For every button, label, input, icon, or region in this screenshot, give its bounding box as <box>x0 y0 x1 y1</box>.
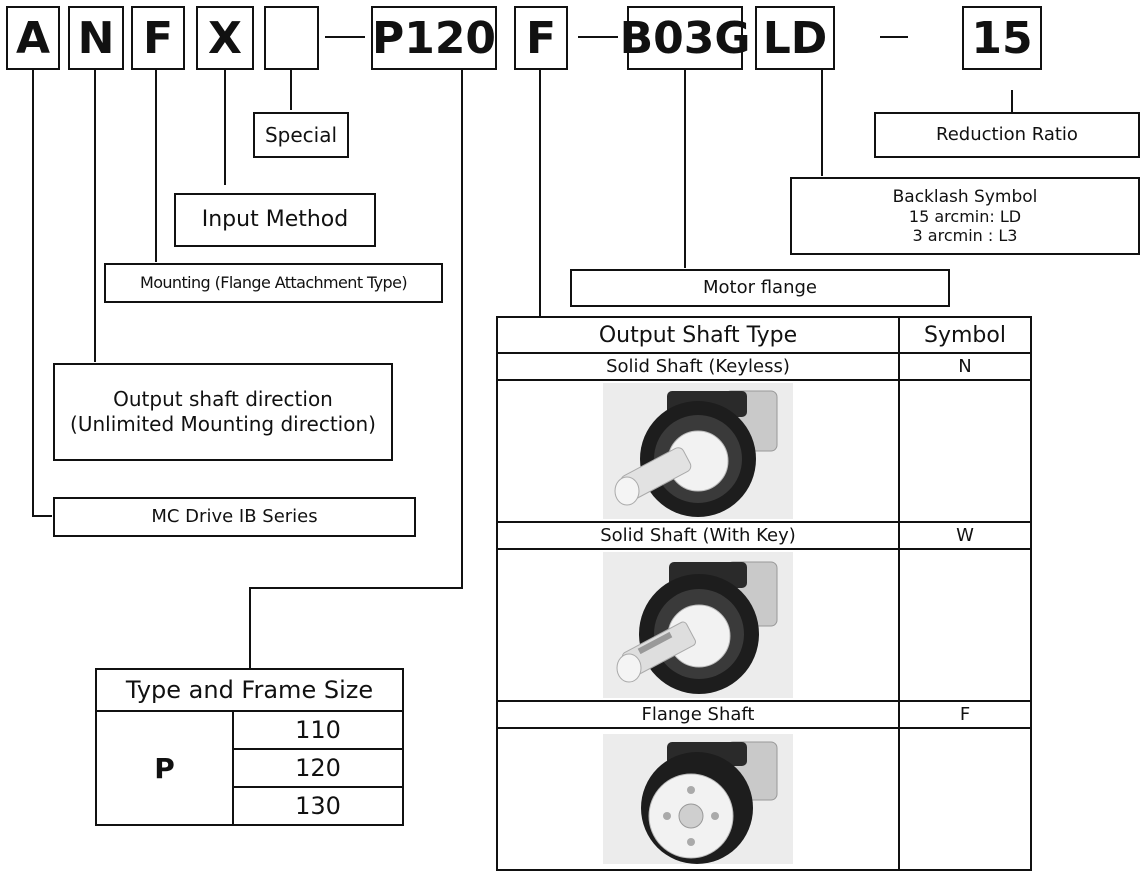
shaft-image-cell <box>496 727 900 871</box>
output-shaft-table: Output Shaft Type Symbol Solid Shaft (Ke… <box>496 316 1032 871</box>
code-dash <box>325 36 365 38</box>
frame-size-table: Type and Frame Size P 110 120 130 <box>95 668 404 826</box>
shaft-type-flange: Flange Shaft <box>496 700 900 729</box>
label-backlash: Backlash Symbol 15 arcmin: LD 3 arcmin :… <box>790 177 1140 255</box>
label-backlash-option-2: 3 arcmin : L3 <box>912 226 1018 246</box>
frame-size-type: P <box>95 710 234 826</box>
code-box-special <box>264 6 319 70</box>
solid-shaft-keyless-image <box>603 383 793 519</box>
label-special-text: Special <box>264 122 338 147</box>
shaft-type-keyless: Solid Shaft (Keyless) <box>496 352 900 381</box>
code-box-output-shaft: F <box>514 6 568 70</box>
shaft-symbol-with-key: W <box>898 521 1032 550</box>
label-input-method: Input Method <box>174 193 376 247</box>
label-backlash-option-1: 15 arcmin: LD <box>908 207 1022 226</box>
shaft-symbol-spacer <box>898 548 1032 702</box>
label-motor-flange-text: Motor flange <box>702 276 817 298</box>
code-box-reduction-ratio: 15 <box>962 6 1042 70</box>
frame-size-table-title: Type and Frame Size <box>95 668 404 712</box>
shaft-symbol-keyless: N <box>898 352 1032 381</box>
shaft-symbol-flange: F <box>898 700 1032 729</box>
label-output-direction: Output shaft direction (Unlimited Mounti… <box>53 363 393 461</box>
shaft-type-with-key: Solid Shaft (With Key) <box>496 521 900 550</box>
code-box-input-method: X <box>196 6 254 70</box>
code-box-motor-flange: B03G <box>620 6 750 70</box>
code-box-series: A <box>6 6 60 70</box>
solid-shaft-with-key-image <box>603 552 793 698</box>
label-mounting-text: Mounting (Flange Attachment Type) <box>140 273 408 292</box>
code-box-mounting: F <box>131 6 185 70</box>
flange-shaft-image <box>603 734 793 864</box>
label-series: MC Drive IB Series <box>53 497 416 537</box>
code-dash <box>578 36 618 38</box>
label-backlash-title: Backlash Symbol <box>892 186 1038 207</box>
label-reduction-ratio: Reduction Ratio <box>874 112 1140 158</box>
label-special: Special <box>253 112 349 158</box>
label-mounting: Mounting (Flange Attachment Type) <box>104 263 443 303</box>
connector-series <box>32 70 52 517</box>
code-box-frame-size: P120 <box>371 6 497 70</box>
label-motor-flange: Motor flange <box>570 269 950 307</box>
shaft-symbol-spacer <box>898 379 1032 523</box>
shaft-table-header-symbol: Symbol <box>898 316 1032 354</box>
code-box-backlash: LD <box>755 6 835 70</box>
frame-size-value: 120 <box>232 748 404 788</box>
shaft-symbol-spacer <box>898 727 1032 871</box>
shaft-table-header-type: Output Shaft Type <box>496 316 900 354</box>
shaft-image-cell <box>496 379 900 523</box>
frame-size-value: 110 <box>232 710 404 750</box>
label-output-direction-line2: (Unlimited Mounting direction) <box>70 412 376 436</box>
connector-frame-size <box>249 70 463 668</box>
label-input-method-text: Input Method <box>201 207 349 233</box>
label-reduction-ratio-text: Reduction Ratio <box>936 123 1078 145</box>
code-dash <box>880 36 908 38</box>
code-box-output-direction: N <box>68 6 124 70</box>
shaft-image-cell <box>496 548 900 702</box>
label-series-text: MC Drive IB Series <box>151 505 318 527</box>
frame-size-value: 130 <box>232 786 404 826</box>
label-output-direction-line1: Output shaft direction <box>113 387 333 411</box>
